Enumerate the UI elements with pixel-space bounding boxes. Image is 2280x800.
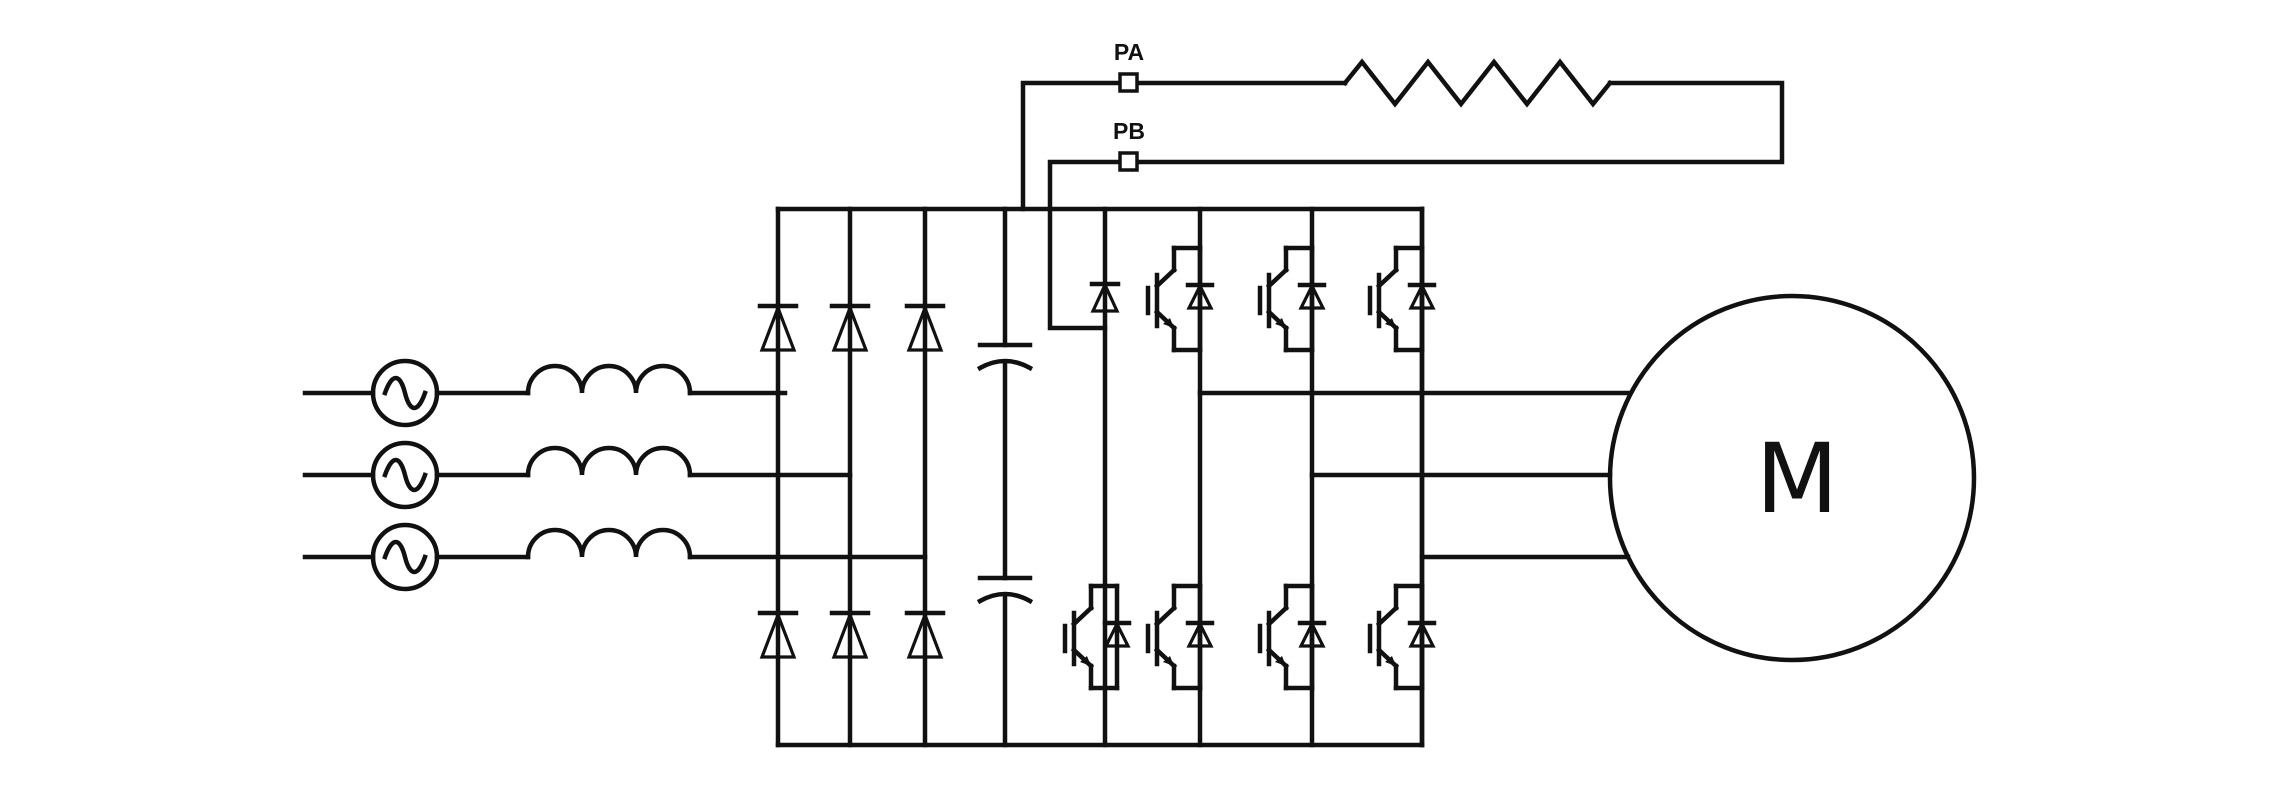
motor-label: M	[1756, 423, 1839, 535]
igbt-icon	[1148, 586, 1212, 688]
inductor-icon	[525, 445, 693, 478]
rectifier-bridge	[757, 206, 946, 748]
ac-source-icon	[370, 358, 440, 428]
igbt-icon	[1148, 248, 1212, 350]
igbt-icon	[1065, 586, 1129, 688]
capacitor-icon	[976, 342, 1034, 372]
diode-icon	[904, 610, 946, 659]
capacitor-icon	[976, 575, 1034, 605]
inductor-icon	[525, 527, 693, 560]
diode-icon	[829, 303, 871, 352]
diode-icon	[904, 303, 946, 352]
ac-source-icon	[370, 440, 440, 510]
igbt-icon	[1260, 248, 1324, 350]
terminal-pa-label: PA	[1114, 39, 1144, 65]
igbt-icon	[1370, 586, 1434, 688]
motor-icon: M	[1607, 293, 1977, 663]
diode-icon	[757, 303, 799, 352]
igbt-icon	[1260, 586, 1324, 688]
resistor-icon	[1341, 58, 1614, 108]
diode-icon	[757, 610, 799, 659]
brake-circuit: PA PB	[1020, 39, 1785, 748]
terminal-pa: PA	[1114, 39, 1144, 93]
inverter-bridge	[1065, 206, 1631, 748]
dc-link-capacitors	[976, 206, 1034, 748]
igbt-icon	[1370, 248, 1434, 350]
inductor-icon	[525, 363, 693, 396]
terminal-pb-label: PB	[1113, 118, 1145, 144]
terminal-pb: PB	[1113, 118, 1145, 172]
ac-input-section	[302, 358, 928, 592]
diode-icon	[829, 610, 871, 659]
brake-diode-icon	[1089, 281, 1121, 313]
ac-source-icon	[370, 522, 440, 592]
